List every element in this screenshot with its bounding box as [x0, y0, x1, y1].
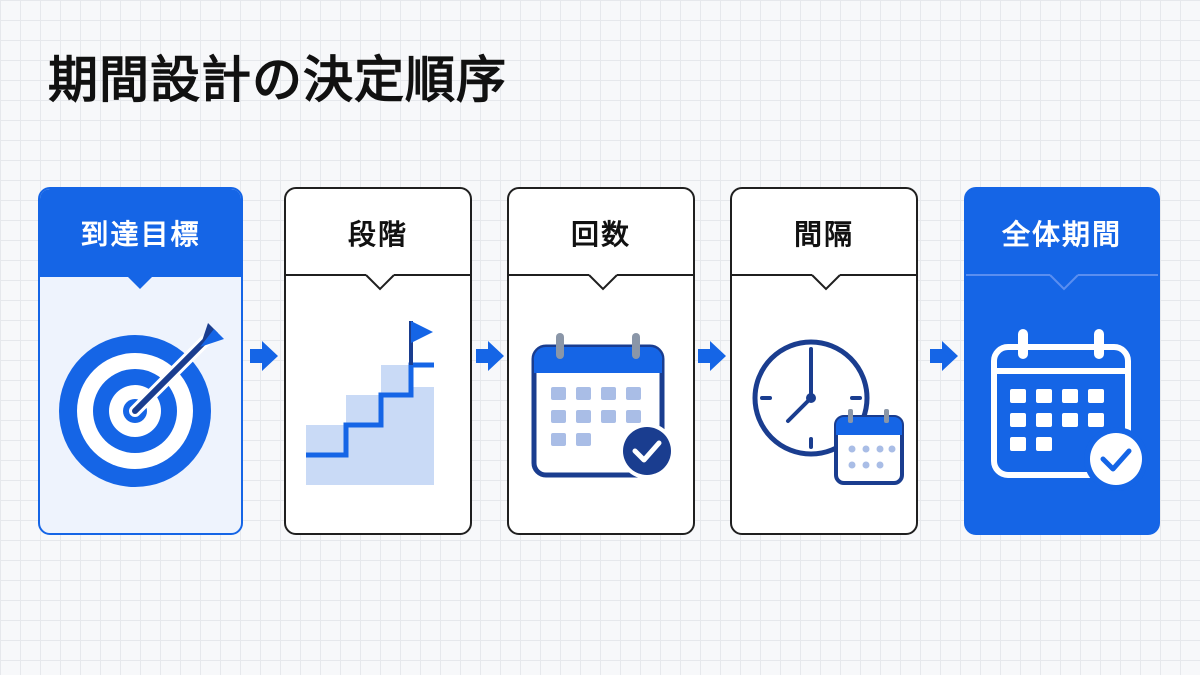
- calendar-check-icon: [509, 274, 693, 479]
- arrow-right-icon: [476, 341, 504, 371]
- step-label: 到達目標: [40, 189, 241, 277]
- clock-calendar-icon: [732, 274, 916, 485]
- page-title: 期間設計の決定順序: [48, 51, 507, 109]
- step-card-interval: 間隔: [730, 187, 918, 535]
- arrow-right-icon: [250, 341, 278, 371]
- arrow-right-icon: [698, 341, 726, 371]
- target-icon: [59, 275, 224, 487]
- stairs-flag-icon: [286, 274, 470, 485]
- step-card-goal: 到達目標: [38, 187, 243, 535]
- calendar-check-icon: [966, 274, 1158, 491]
- step-label: 段階: [347, 218, 408, 251]
- arrow-right-icon: [930, 341, 958, 371]
- step-label: 回数: [570, 218, 631, 251]
- step-label: 間隔: [793, 218, 854, 251]
- step-label: 全体期間: [1001, 218, 1122, 251]
- step-card-count: 回数: [507, 187, 695, 535]
- step-card-stages: 段階: [284, 187, 472, 535]
- step-card-total-period: 全体期間: [964, 187, 1160, 535]
